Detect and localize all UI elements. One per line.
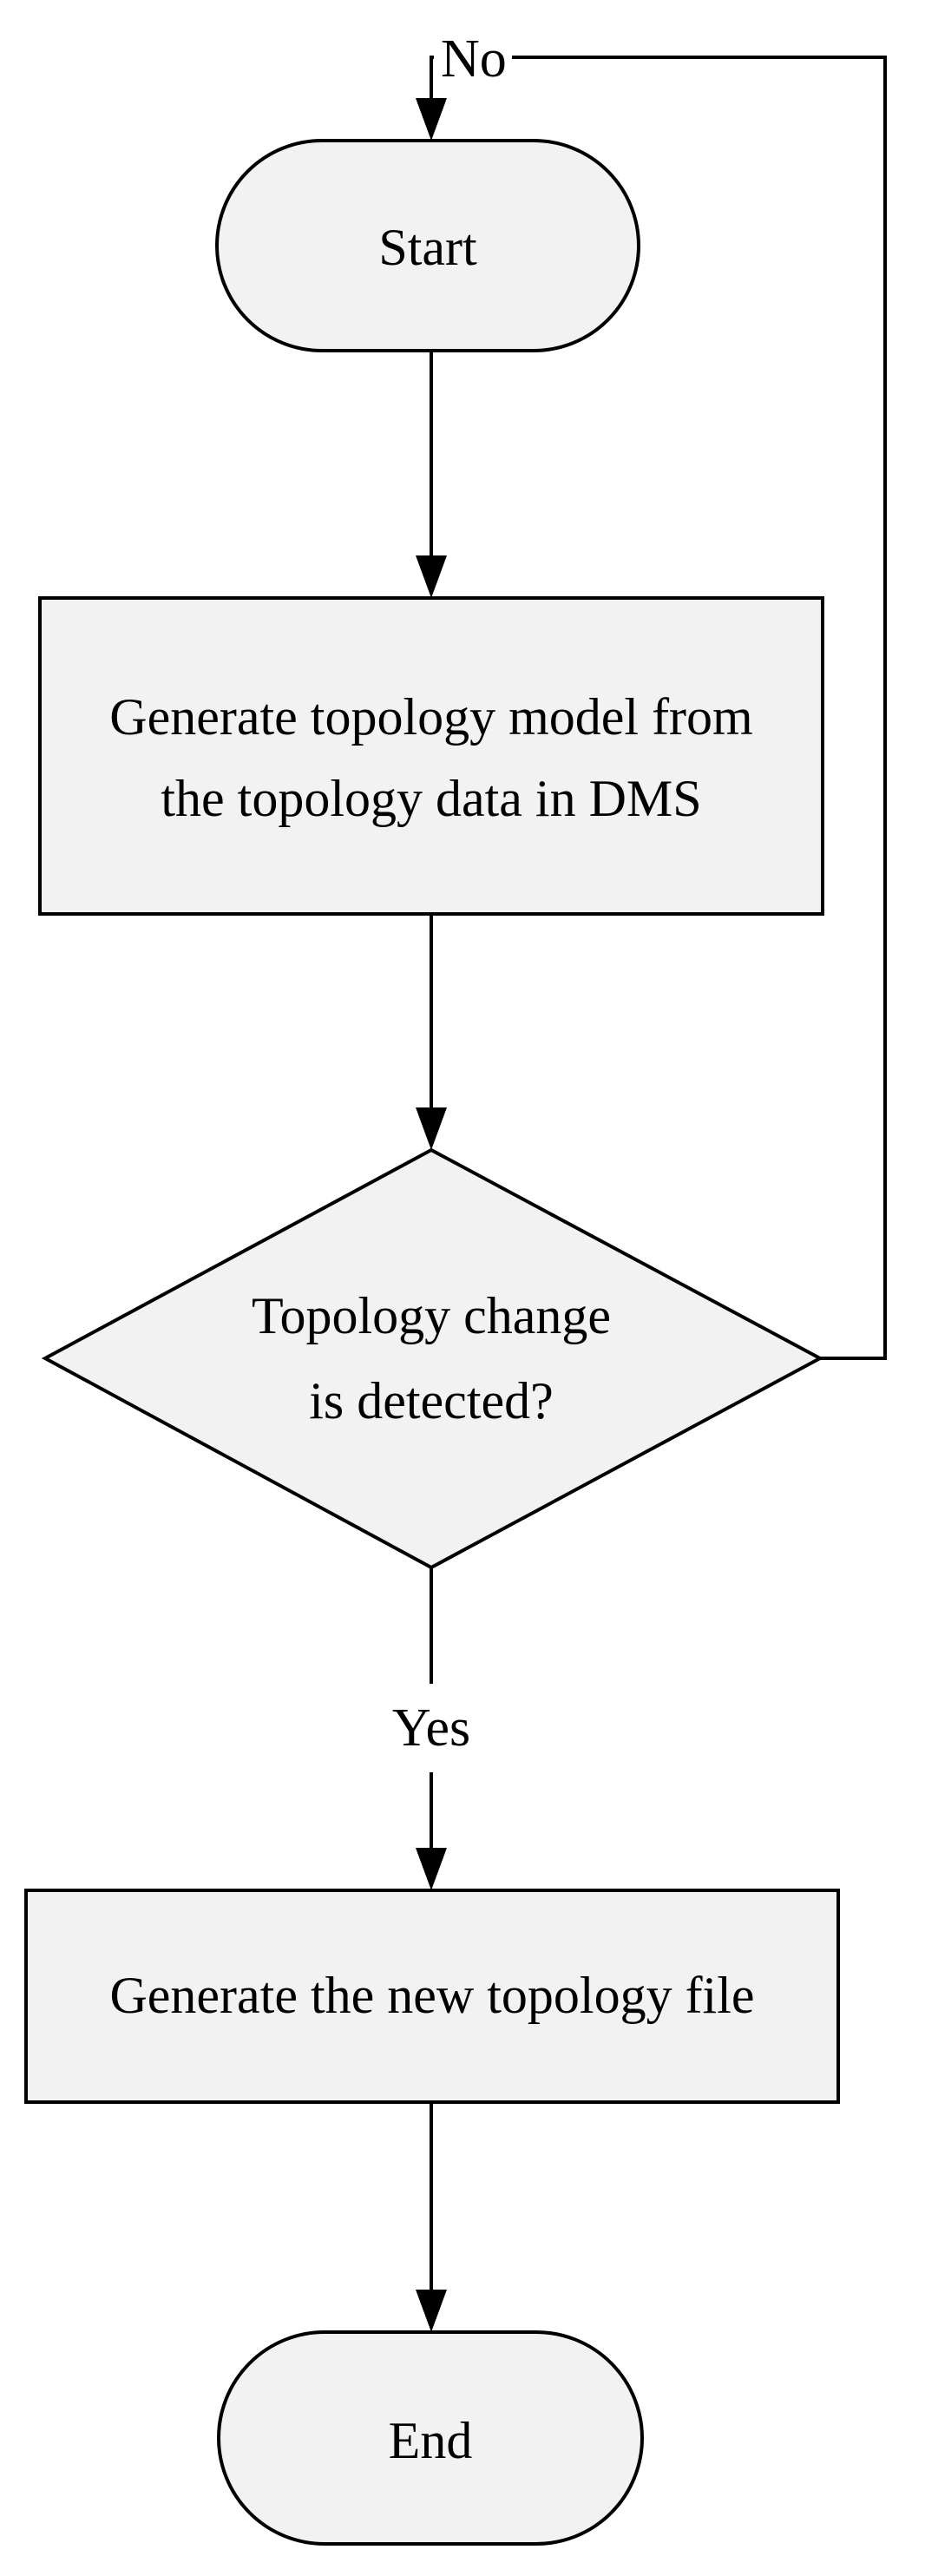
arrow-head-check-file xyxy=(416,1848,447,1890)
edge-model-to-check xyxy=(416,914,447,1150)
generate-file-label: Generate the new topology file xyxy=(109,1967,754,2024)
node-generate-file: Generate the new topology file xyxy=(24,1889,840,2104)
no-label: No xyxy=(441,30,507,89)
edge-line-no-entry xyxy=(430,56,434,98)
arrow-head-model-check xyxy=(416,1107,447,1150)
start-label: Start xyxy=(378,219,477,276)
edge-line-no-loop xyxy=(512,56,887,1360)
topology-check-decision-shape xyxy=(41,1147,824,1570)
generate-model-label-line-1: Generate topology model from xyxy=(109,688,752,746)
topology-check-label-line-2: is detected? xyxy=(309,1372,554,1429)
edge-start-to-generate-model xyxy=(416,351,447,598)
yes-label: Yes xyxy=(392,1699,470,1758)
end-terminator-shape xyxy=(217,2330,644,2546)
topology-check-label-line-1: Topology change xyxy=(252,1287,611,1344)
generate-model-process-shape xyxy=(38,596,824,916)
generate-model-label-line-2: the topology data in DMS xyxy=(161,770,701,827)
edge-check-no-loop: No xyxy=(416,30,887,1360)
start-terminator-shape xyxy=(215,139,640,352)
edge-generate-file-to-end xyxy=(416,2102,447,2332)
node-generate-model: Generate topology model from the topolog… xyxy=(38,596,824,916)
node-start: Start xyxy=(215,139,640,352)
node-topology-check: Topology change is detected? xyxy=(41,1147,824,1570)
node-end: End xyxy=(217,2330,644,2546)
edge-check-to-generate-file: Yes xyxy=(392,1567,470,1890)
end-label: End xyxy=(389,2412,473,2469)
arrow-head-file-end xyxy=(416,2290,447,2332)
arrow-head-no-loop xyxy=(416,98,447,141)
generate-file-process-shape xyxy=(24,1889,840,2104)
arrow-head-start-model xyxy=(416,555,447,598)
